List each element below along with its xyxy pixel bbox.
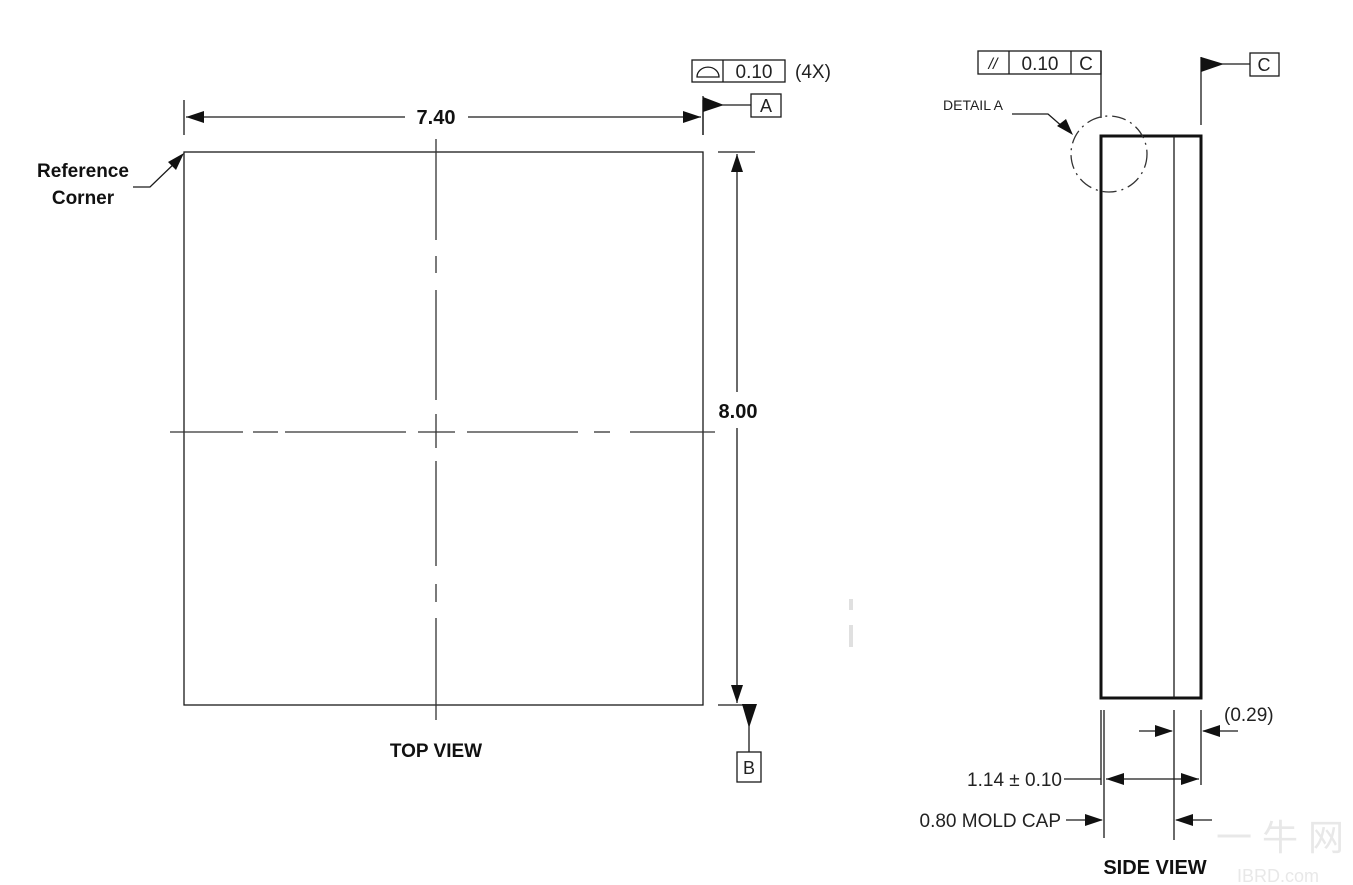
top-view-title: TOP VIEW bbox=[390, 741, 482, 762]
substrate-dim-label: (0.29) bbox=[1224, 705, 1274, 726]
arrow-right-icon bbox=[1085, 814, 1103, 826]
datum-a: A bbox=[702, 93, 782, 135]
watermark: 一 牛 网 IBRD.com bbox=[1216, 817, 1344, 885]
arrow-left-icon bbox=[1106, 773, 1124, 785]
detail-a-callout: DETAIL A bbox=[943, 97, 1148, 193]
datum-c: C bbox=[1200, 52, 1280, 125]
arrow-right-icon bbox=[1155, 725, 1173, 737]
substrate-dimension: (0.29) bbox=[1139, 705, 1274, 737]
arrow-left-icon bbox=[1202, 725, 1220, 737]
side-view-title: SIDE VIEW bbox=[1103, 857, 1206, 879]
arrow-left-icon bbox=[1175, 814, 1193, 826]
arrow-right-icon bbox=[683, 111, 701, 123]
flatness-count: (4X) bbox=[795, 62, 831, 83]
arrow-up-icon bbox=[731, 154, 743, 172]
mold-cap-dimension: 0.80 MOLD CAP bbox=[920, 811, 1212, 832]
datum-flag-icon bbox=[1201, 57, 1224, 72]
side-view-outline bbox=[1099, 134, 1203, 700]
height-dim-label: 8.00 bbox=[719, 401, 758, 423]
mold-cap-label: 0.80 MOLD CAP bbox=[920, 811, 1062, 832]
height-dimension: 8.00 bbox=[718, 151, 758, 706]
datum-triangle-icon bbox=[742, 704, 757, 728]
flatness-icon bbox=[696, 66, 720, 78]
detail-circle bbox=[1070, 115, 1148, 193]
watermark-text: 一 牛 网 bbox=[1216, 817, 1344, 858]
parallelism-tolerance: 0.10 bbox=[1022, 54, 1059, 75]
datum-b: B bbox=[736, 704, 762, 783]
leader-arrow-icon bbox=[168, 153, 184, 170]
datum-b-label: B bbox=[743, 758, 755, 778]
reference-label: Reference bbox=[37, 161, 129, 182]
total-thickness-label: 1.14 ± 0.10 bbox=[967, 770, 1062, 791]
watermark-fragment-2 bbox=[849, 625, 853, 647]
arrow-left-icon bbox=[186, 111, 204, 123]
watermark-fragment bbox=[849, 599, 853, 610]
leader-arrow-icon bbox=[1057, 119, 1073, 135]
width-dimension: 7.40 bbox=[183, 100, 704, 135]
arrow-down-icon bbox=[731, 685, 743, 703]
parallelism-datum: C bbox=[1079, 54, 1093, 75]
flatness-control-frame: 0.10 (4X) bbox=[691, 59, 831, 83]
top-view: 7.40 8.00 Reference Corner 0.10 bbox=[37, 59, 831, 783]
flatness-tolerance: 0.10 bbox=[736, 62, 773, 83]
side-view: // 0.10 C C DETAIL A bbox=[920, 50, 1280, 879]
width-dim-label: 7.40 bbox=[417, 107, 456, 129]
parallelism-icon: // bbox=[988, 56, 999, 73]
total-thickness-dimension: 1.14 ± 0.10 bbox=[967, 770, 1199, 791]
top-view-outline bbox=[183, 151, 704, 706]
datum-a-label: A bbox=[760, 96, 772, 116]
datum-flag-icon bbox=[703, 97, 724, 112]
reference-corner-callout: Reference Corner bbox=[37, 153, 184, 209]
watermark-url: IBRD.com bbox=[1237, 866, 1319, 885]
parallelism-control-frame: // 0.10 C bbox=[977, 50, 1102, 118]
arrow-right-icon bbox=[1181, 773, 1199, 785]
datum-c-label: C bbox=[1258, 55, 1271, 75]
detail-a-label: DETAIL A bbox=[943, 97, 1004, 113]
reference-label-2: Corner bbox=[52, 188, 115, 209]
